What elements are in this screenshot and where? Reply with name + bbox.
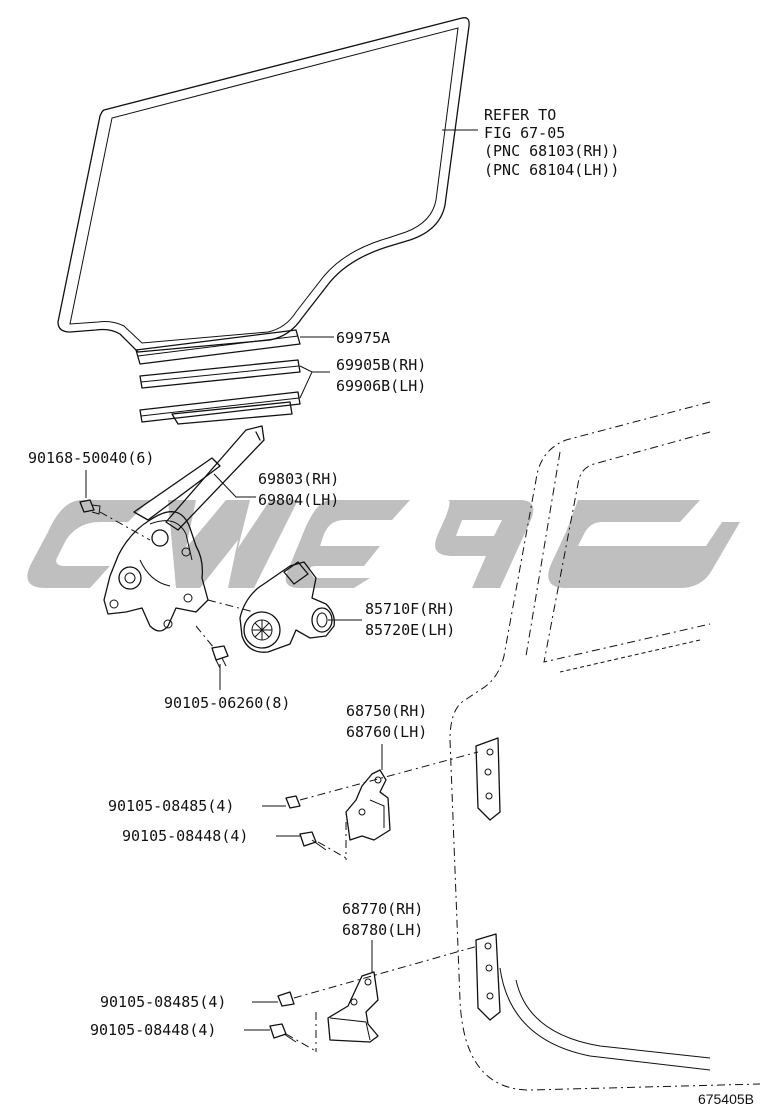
align-line [317, 841, 347, 859]
window-regulator [103, 425, 265, 632]
label-line: FIG 67-05 [484, 124, 565, 142]
lower-hinge [327, 971, 379, 1043]
regulator-motor [239, 561, 335, 653]
align-line [299, 751, 479, 801]
callout-weatherstrip: 69905B(RH) 69906B(LH) [336, 356, 426, 395]
label-line: 68750(RH) [346, 702, 427, 720]
label-line: REFER TO [484, 106, 556, 124]
align-line [285, 1033, 315, 1051]
label-line: 69905B(RH) [336, 356, 426, 374]
callout-bolt-top: 90168-50040(6) [28, 449, 154, 467]
callout-lower-hinge: 68770(RH) 68780(LH) [342, 900, 423, 939]
upper-body-plate [475, 737, 501, 821]
label-line: 90105-08448(4) [122, 827, 248, 845]
door-glass [57, 17, 470, 353]
label-line: 90105-08485(4) [108, 797, 234, 815]
bolt-90168 [79, 499, 101, 515]
align-line [293, 945, 479, 999]
weatherstrip [139, 359, 301, 425]
label-line: 68760(LH) [346, 723, 427, 741]
callout-run-channel: 69975A [336, 329, 390, 347]
callout-upper-bolt-b: 90105-08448(4) [122, 827, 248, 845]
callout-lower-bolt-a: 90105-08485(4) [100, 993, 226, 1011]
lower-bolts [269, 991, 297, 1043]
align-line [195, 625, 215, 649]
door-body [449, 401, 760, 1091]
label-line: 90168-50040(6) [28, 449, 154, 467]
bolt-90105-06260 [211, 645, 229, 669]
label-line: 85720E(LH) [365, 621, 455, 639]
label-line: 68780(LH) [342, 921, 423, 939]
upper-hinge [345, 769, 391, 841]
callout-regulator: 69803(RH) 69804(LH) [258, 470, 339, 509]
callout-bolt-mid: 90105-06260(8) [164, 694, 290, 712]
watermark-logo [27, 500, 740, 588]
leader-lines [85, 129, 478, 1031]
lower-body-plate [475, 933, 501, 1021]
label-line: 69975A [336, 329, 390, 347]
callout-upper-hinge: 68750(RH) 68760(LH) [346, 702, 427, 741]
label-line: (PNC 68104(LH)) [484, 161, 619, 179]
label-line: 69906B(LH) [336, 377, 426, 395]
callout-glass: REFER TO FIG 67-05 (PNC 68103(RH)) (PNC … [484, 106, 619, 179]
label-line: (PNC 68103(RH)) [484, 142, 619, 160]
run-channel [135, 329, 301, 365]
upper-bolts [285, 795, 327, 851]
callout-motor: 85710F(RH) 85720E(LH) [365, 600, 455, 639]
label-line: 90105-08448(4) [90, 1021, 216, 1039]
callout-upper-bolt-a: 90105-08485(4) [108, 797, 234, 815]
label-line: 90105-06260(8) [164, 694, 290, 712]
label-line: 90105-08485(4) [100, 993, 226, 1011]
callout-lower-bolt-b: 90105-08448(4) [90, 1021, 216, 1039]
label-line: 85710F(RH) [365, 600, 455, 618]
align-line [207, 599, 255, 613]
figure-code: 675405B [698, 1091, 754, 1107]
label-line: 69803(RH) [258, 470, 339, 488]
label-line: 68770(RH) [342, 900, 423, 918]
label-line: 69804(LH) [258, 491, 339, 509]
